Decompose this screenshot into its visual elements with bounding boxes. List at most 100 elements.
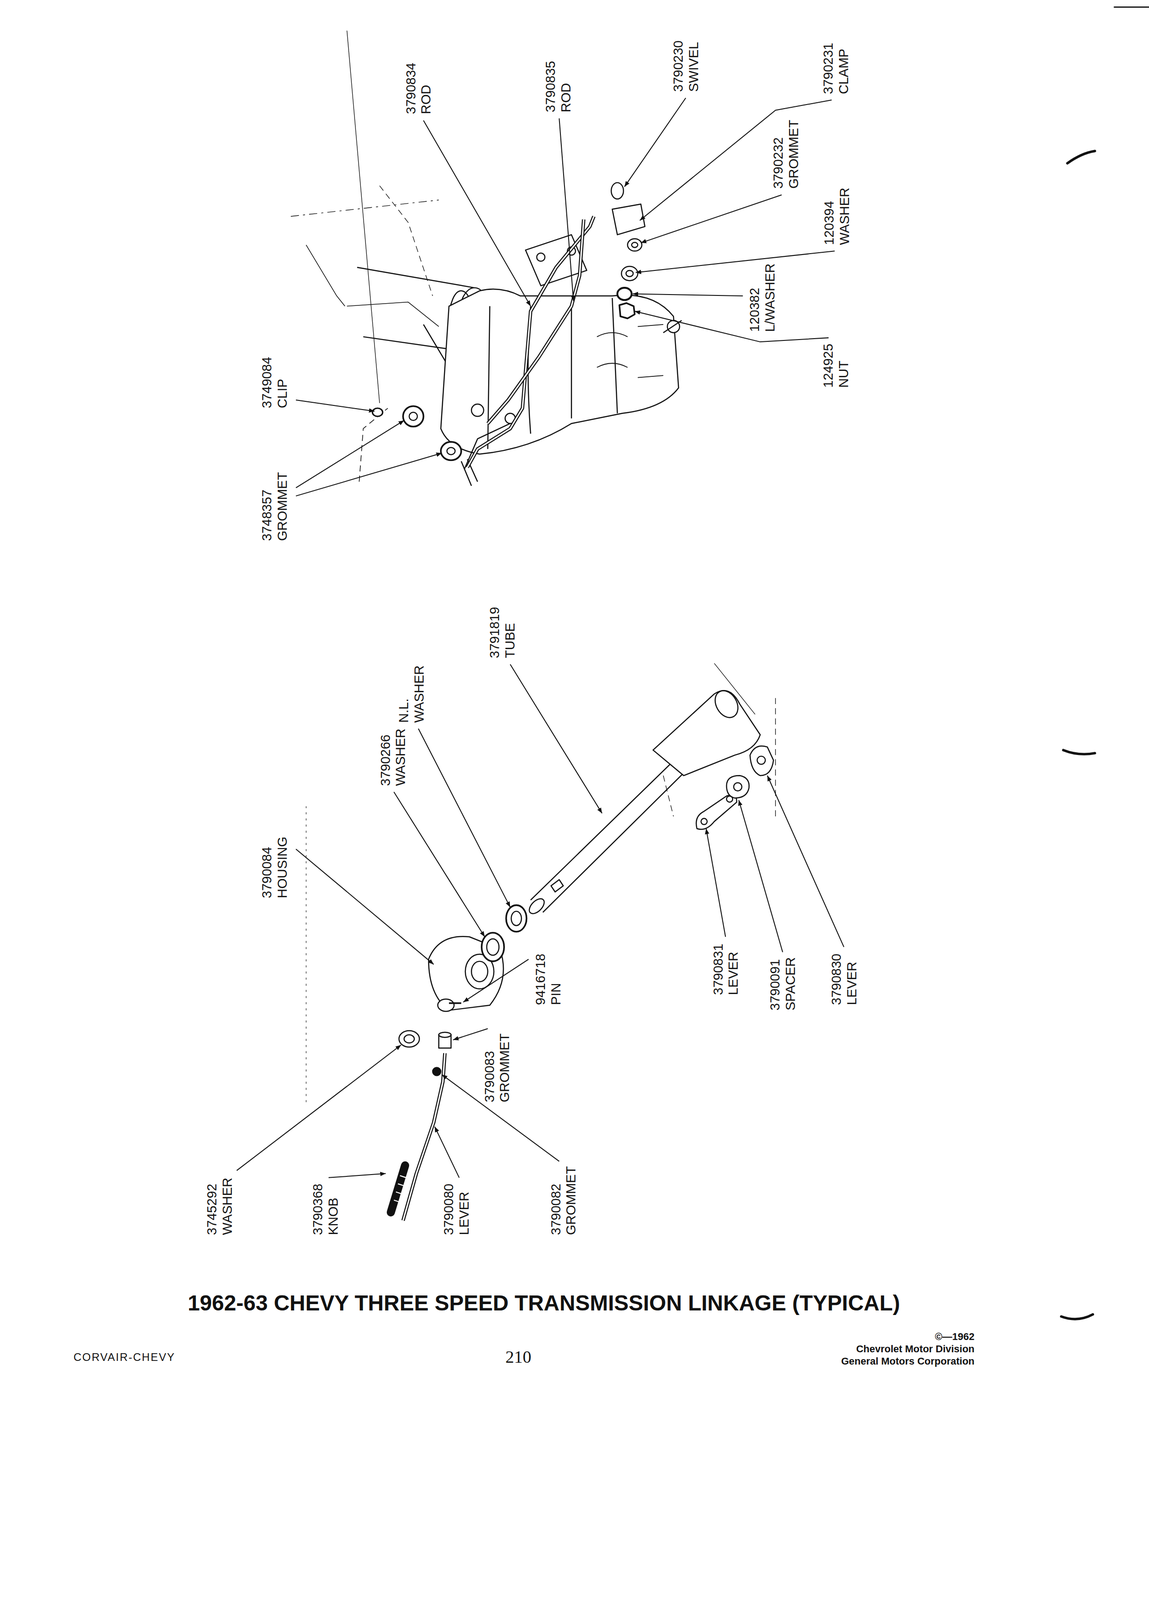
column-drawing bbox=[653, 690, 761, 776]
page-title: 1962-63 CHEVY THREE SPEED TRANSMISSION L… bbox=[187, 1291, 900, 1316]
part-number: 3790835 bbox=[543, 60, 559, 113]
page-mark bbox=[1061, 7, 1149, 1319]
part-number: 120394 bbox=[822, 200, 837, 245]
part-name: CLAMP bbox=[836, 48, 852, 95]
part-number: 3790080 bbox=[441, 1183, 457, 1235]
leader-line bbox=[236, 98, 845, 1178]
transmission-drawing bbox=[440, 441, 462, 460]
leader-line bbox=[236, 1044, 401, 1171]
part-name: N.L. bbox=[396, 698, 412, 723]
column-drawing bbox=[726, 775, 750, 798]
transmission-drawing bbox=[290, 199, 440, 217]
part-name: WASHER bbox=[837, 187, 853, 245]
transmission-drawing bbox=[446, 447, 455, 455]
leader-line bbox=[295, 399, 375, 412]
leader-line bbox=[418, 728, 510, 908]
page-mark bbox=[1061, 1314, 1094, 1319]
leader-line bbox=[510, 664, 603, 814]
column-drawing bbox=[404, 1034, 415, 1044]
leader-line bbox=[453, 1028, 488, 1040]
column-drawing bbox=[506, 904, 527, 932]
leader-line bbox=[394, 791, 485, 937]
transmission-drawing bbox=[372, 408, 383, 417]
part-name: SWIVEL bbox=[686, 41, 702, 92]
column-drawing bbox=[663, 694, 776, 817]
part-name: GROMMET bbox=[497, 1033, 513, 1102]
page-mark bbox=[1063, 749, 1095, 755]
transmission-drawing bbox=[440, 289, 679, 455]
part-name: TUBE bbox=[503, 623, 518, 659]
part-name: CLIP bbox=[275, 379, 290, 409]
column-drawing bbox=[437, 999, 455, 1012]
transmission-drawing bbox=[617, 287, 632, 300]
part-number: 3745292 bbox=[204, 1183, 220, 1235]
part-number: 3790084 bbox=[259, 846, 275, 899]
copyright-line: ©—1962 bbox=[934, 1330, 975, 1343]
transmission-drawing bbox=[667, 320, 680, 333]
transmission-drawing bbox=[467, 216, 594, 468]
column-drawing bbox=[403, 1053, 445, 1221]
transmission-drawing bbox=[619, 303, 635, 319]
part-number: 3790091 bbox=[768, 959, 783, 1011]
column-drawing bbox=[390, 1165, 405, 1213]
part-number: 3790083 bbox=[482, 1050, 498, 1103]
leader-line bbox=[295, 849, 434, 965]
column-drawing bbox=[733, 782, 742, 791]
leader-line bbox=[738, 799, 783, 953]
column-drawing bbox=[438, 1032, 451, 1038]
column-drawing bbox=[394, 1175, 407, 1202]
leader-line bbox=[434, 1126, 460, 1178]
part-name: HOUSING bbox=[275, 836, 290, 898]
leader-line bbox=[463, 959, 529, 1002]
transmission-drawing bbox=[467, 216, 594, 468]
column-drawing bbox=[749, 745, 774, 776]
column-drawing bbox=[526, 895, 547, 916]
transmission-drawing bbox=[621, 266, 638, 281]
footer-text: CORVAIR-CHEVY bbox=[73, 1351, 176, 1364]
transmission-drawing bbox=[631, 242, 638, 248]
transmission-drawing bbox=[409, 412, 418, 421]
page-mark bbox=[1114, 6, 1149, 8]
transmission-drawing bbox=[611, 182, 624, 200]
part-number: 124925 bbox=[821, 343, 836, 388]
copyright-line: Chevrolet Motor Division bbox=[856, 1343, 975, 1355]
part-number: 3790830 bbox=[829, 954, 845, 1006]
part-name: GROMMET bbox=[275, 471, 290, 541]
part-number: 3790082 bbox=[549, 1183, 564, 1235]
page-mark bbox=[1067, 150, 1095, 164]
leader-line bbox=[423, 120, 531, 307]
column-drawing bbox=[471, 961, 488, 982]
part-number: 3790368 bbox=[311, 1183, 326, 1235]
column-drawing bbox=[481, 932, 505, 962]
part-number: 3790831 bbox=[711, 943, 726, 995]
column-drawing bbox=[306, 663, 776, 1221]
leader-line bbox=[632, 294, 743, 296]
leader-line bbox=[624, 98, 686, 187]
column-drawing bbox=[696, 794, 737, 830]
part-name: ROD bbox=[559, 83, 574, 113]
transmission-drawing bbox=[346, 30, 380, 403]
column-drawing bbox=[714, 663, 756, 715]
part-name: LEVER bbox=[457, 1191, 472, 1235]
part-name: LEVER bbox=[844, 961, 860, 1005]
part-number: 120382 bbox=[747, 287, 763, 332]
illustration bbox=[236, 7, 1149, 1319]
part-number: 3748357 bbox=[259, 489, 275, 541]
column-drawing bbox=[399, 1030, 420, 1048]
column-drawing bbox=[511, 911, 522, 926]
part-name: NUT bbox=[836, 360, 852, 389]
leader-line bbox=[640, 194, 782, 244]
part-name: WASHER bbox=[220, 1177, 235, 1235]
part-name: ROD bbox=[419, 84, 434, 115]
column-drawing bbox=[550, 879, 564, 892]
part-name: LEVER bbox=[726, 951, 741, 995]
transmission-drawing bbox=[346, 302, 439, 327]
column-drawing bbox=[757, 756, 766, 765]
leader-line bbox=[559, 118, 574, 301]
column-drawing bbox=[449, 1002, 462, 1005]
column-drawing bbox=[305, 806, 307, 1103]
transmission-drawing bbox=[596, 324, 664, 378]
part-name: WASHER bbox=[412, 664, 427, 723]
transmission-drawing bbox=[627, 238, 642, 251]
